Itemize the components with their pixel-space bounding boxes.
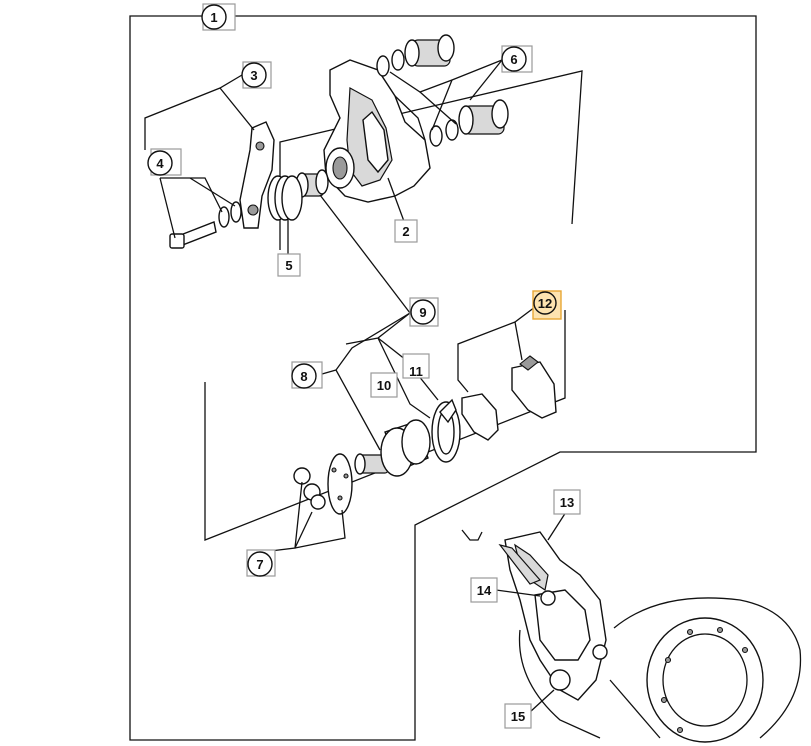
callout-5[interactable]: 5	[277, 253, 301, 277]
assembly-frame	[129, 15, 757, 741]
callout-8-label: 8	[300, 369, 307, 384]
callout-6-label: 6	[510, 52, 517, 67]
callout-13-label: 13	[560, 495, 574, 510]
callout-7-label: 7	[256, 557, 263, 572]
pivot-bolt	[169, 201, 242, 249]
callout-9[interactable]: 9	[409, 297, 439, 327]
callout-3-label: 3	[250, 68, 257, 83]
caliper-body	[323, 59, 431, 203]
callout-1-label: 1	[210, 10, 217, 25]
callout-12[interactable]: 12	[532, 290, 562, 320]
callout-15[interactable]: 15	[504, 703, 532, 729]
retainer-plate	[439, 398, 457, 424]
return-spring	[267, 175, 303, 221]
callout-6[interactable]: 6	[501, 45, 533, 73]
callout-14[interactable]: 14	[470, 577, 498, 603]
callout-2-label: 2	[402, 224, 409, 239]
callout-15-label: 15	[511, 709, 525, 724]
actuating-lever	[239, 121, 275, 229]
callout-10[interactable]: 10	[370, 372, 398, 398]
bushing-washer-set	[376, 34, 509, 147]
callout-4[interactable]: 4	[147, 148, 182, 176]
callout-5-label: 5	[285, 258, 292, 273]
callout-11-label: 11	[409, 364, 423, 379]
brake-pad-set	[461, 355, 557, 441]
callout-4-label: 4	[156, 156, 164, 171]
callout-13[interactable]: 13	[553, 489, 581, 515]
callout-3[interactable]: 3	[241, 61, 272, 89]
lower-group-bracket	[204, 310, 566, 541]
callout-7[interactable]: 7	[246, 549, 276, 577]
callout-11[interactable]: 11	[402, 353, 430, 379]
installed-view-inset	[461, 529, 802, 743]
callout-12-label: 12	[538, 296, 552, 311]
seal-ring	[431, 401, 461, 463]
callout-9-label: 9	[419, 305, 426, 320]
thrust-plate	[327, 453, 353, 515]
piston	[354, 419, 431, 477]
callout-14-label: 14	[477, 583, 492, 598]
callout-1[interactable]: 1	[201, 3, 236, 31]
callout-10-label: 10	[377, 378, 391, 393]
callout-8[interactable]: 8	[291, 361, 323, 389]
callout-2[interactable]: 2	[394, 219, 418, 243]
steel-balls	[293, 467, 326, 510]
